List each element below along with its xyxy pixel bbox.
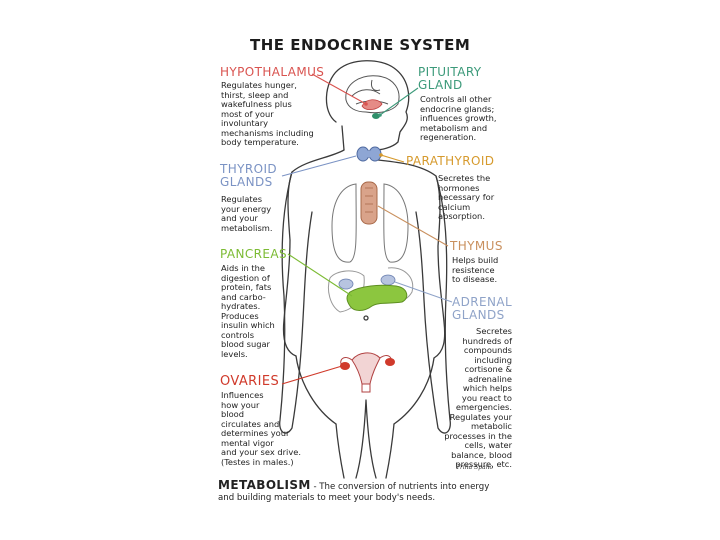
pointer-pancreas: [287, 253, 353, 297]
hypothalamus-description: Regulates hunger, thirst, sleep and wake…: [221, 80, 314, 147]
pancreas-shape: [346, 284, 408, 311]
hips-outline: [295, 355, 435, 425]
pointer-thymus: [377, 205, 449, 247]
pituitary-shape: [372, 113, 380, 119]
thymus-shape: [360, 181, 378, 225]
pointer-adrenal: [394, 281, 453, 303]
metabolism-term: METABOLISM: [218, 478, 311, 492]
thymus-heading: THYMUS: [450, 239, 503, 253]
left-arm: [279, 171, 313, 434]
thyroid-description: Regulates your energy and your metabolis…: [221, 194, 273, 233]
pointer-pituitary: [379, 87, 419, 116]
brain-drawing: [345, 75, 400, 114]
pointer-parathyroid: [380, 154, 405, 163]
artist-signature: Trina Spano: [456, 464, 494, 471]
pituitary-heading: PITUITARY GLAND: [418, 65, 482, 92]
metabolism-definition: METABOLISM - The conversion of nutrients…: [218, 478, 518, 503]
right-arm: [415, 175, 451, 434]
adrenal-description: Secretes hundreds of compounds including…: [444, 326, 512, 469]
ovaries-shape: [340, 352, 395, 393]
parathyroid-heading: PARATHYROID: [406, 154, 495, 168]
pointer-thyroid: [281, 155, 357, 177]
adrenal-right: [380, 274, 396, 286]
hypothalamus-heading: HYPOTHALAMUS: [220, 65, 325, 79]
pancreas-heading: PANCREAS: [220, 247, 287, 261]
metabolism-text: - The conversion of nutrients into energ…: [218, 482, 490, 503]
thyroid-heading: THYROID GLANDS: [220, 162, 278, 189]
diagram-title: THE ENDOCRINE SYSTEM: [250, 36, 471, 54]
pointer-hypothalamus: [311, 73, 367, 105]
head-outline: [325, 60, 410, 151]
lungs-drawing: [331, 183, 409, 263]
ovaries-heading: OVARIES: [220, 374, 280, 389]
adrenal-heading: ADRENAL GLANDS: [452, 295, 513, 322]
thyroid-shape: [356, 146, 382, 162]
ovaries-description: Influences how your blood circulates and…: [221, 390, 302, 467]
adrenal-left: [338, 278, 354, 290]
thymus-description: Helps build resistence to disease.: [452, 255, 499, 284]
hypothalamus-shape: [361, 99, 383, 110]
legs-outline: [335, 399, 395, 479]
pointer-ovaries: [281, 365, 343, 385]
parathyroid-description: Secretes the hormones necessary for calc…: [438, 173, 495, 221]
pancreas-description: Aids in the digestion of protein, fats a…: [221, 263, 275, 359]
pituitary-description: Controls all other endocrine glands; inf…: [420, 94, 497, 142]
